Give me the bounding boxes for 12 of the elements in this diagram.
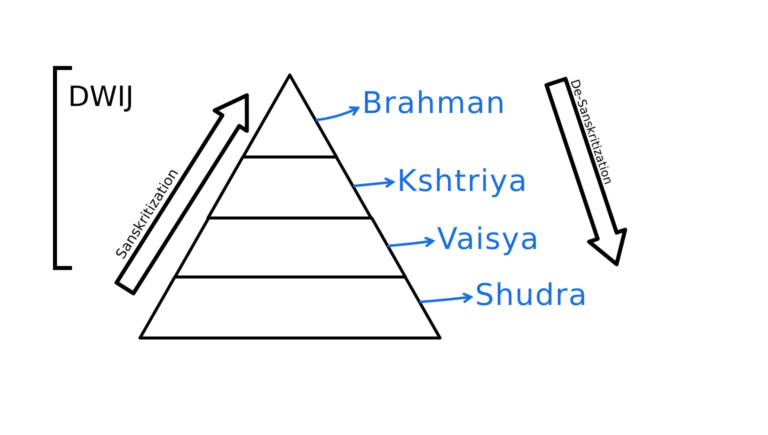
caste-label: Brahman — [362, 86, 506, 122]
pyramid-tier — [208, 157, 372, 218]
caste-label: Kshtriya — [397, 164, 528, 200]
pyramid-top-tier — [243, 75, 337, 157]
arrow — [353, 177, 394, 188]
caste-label: Vaisya — [437, 222, 540, 258]
arrow — [316, 106, 360, 122]
caste-label: Shudra — [475, 278, 588, 314]
pyramid-tier — [140, 277, 440, 338]
arrow — [419, 292, 472, 304]
arrow — [387, 236, 434, 248]
group-label: DWIJ — [68, 82, 134, 113]
